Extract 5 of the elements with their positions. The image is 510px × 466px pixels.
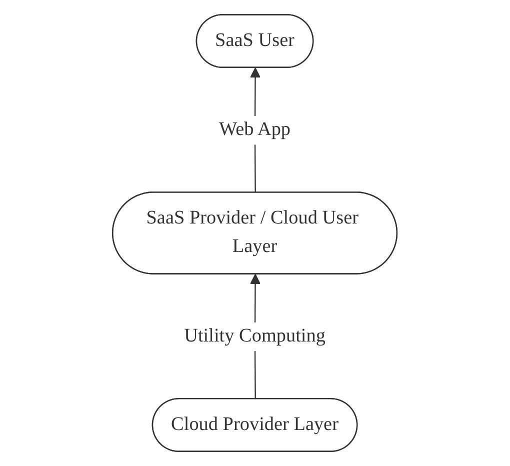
- layer-box: Cloud Provider Layer: [152, 398, 358, 452]
- edge-label: Web App: [219, 116, 291, 145]
- layer-box: SaaS User: [196, 14, 314, 68]
- layer-box: SaaS Provider / Cloud User Layer: [112, 192, 398, 274]
- edge-label: Utility Computing: [184, 322, 326, 352]
